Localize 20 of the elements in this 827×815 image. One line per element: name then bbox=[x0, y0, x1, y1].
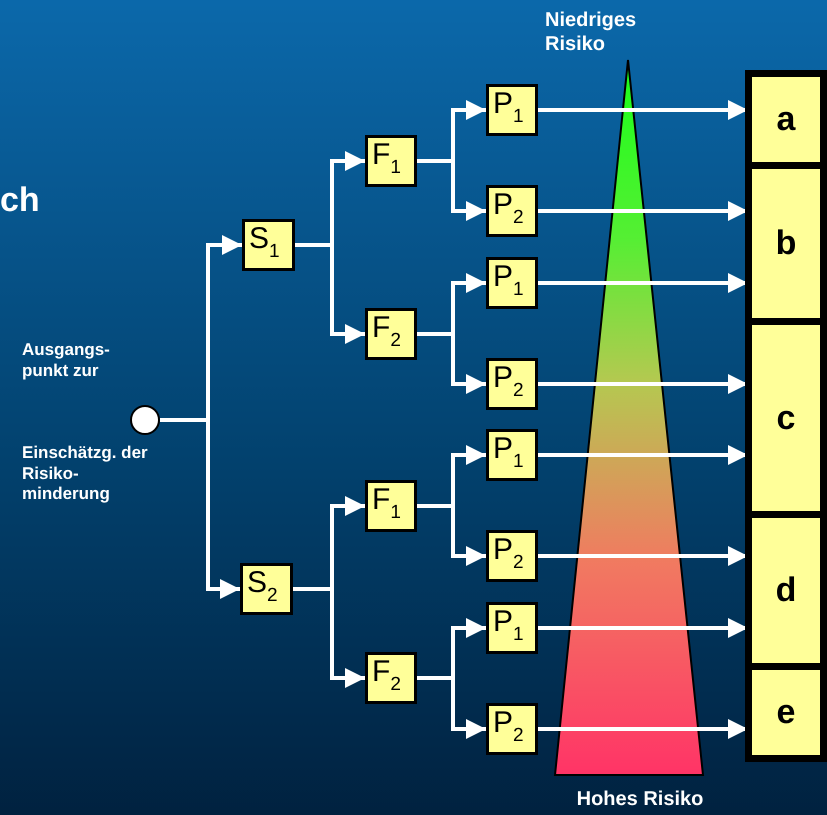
start-circle bbox=[130, 405, 160, 435]
decision-box: S$_{2}$ bbox=[240, 563, 293, 615]
decision-box: F$_{1}$ bbox=[365, 480, 417, 532]
scale-label: Niedriges Risiko bbox=[545, 8, 638, 56]
decision-box: F$_{2}$ bbox=[365, 308, 417, 360]
node-caption: Ausgangs- punkt zur bbox=[22, 340, 111, 382]
decision-box: F$_{1}$ bbox=[365, 135, 417, 187]
decision-box: P$_{1}$ bbox=[486, 429, 538, 481]
title-fragment: ch bbox=[0, 180, 41, 221]
decision-box: P$_{1}$ bbox=[486, 602, 538, 654]
decision-box: P$_{1}$ bbox=[486, 84, 538, 136]
node-caption: Einschätzg. der Risiko- minderung bbox=[22, 443, 149, 506]
decision-box: P$_{2}$ bbox=[486, 358, 538, 410]
decision-box: P$_{1}$ bbox=[486, 257, 538, 309]
decision-box: S$_{1}$ bbox=[242, 219, 295, 271]
decision-box: P$_{2}$ bbox=[486, 703, 538, 755]
decision-box: P$_{2}$ bbox=[486, 530, 538, 582]
decision-box: F$_{2}$ bbox=[365, 652, 417, 704]
scale-label: Hohes Risiko bbox=[576, 787, 704, 811]
decision-box: P$_{2}$ bbox=[486, 185, 538, 237]
